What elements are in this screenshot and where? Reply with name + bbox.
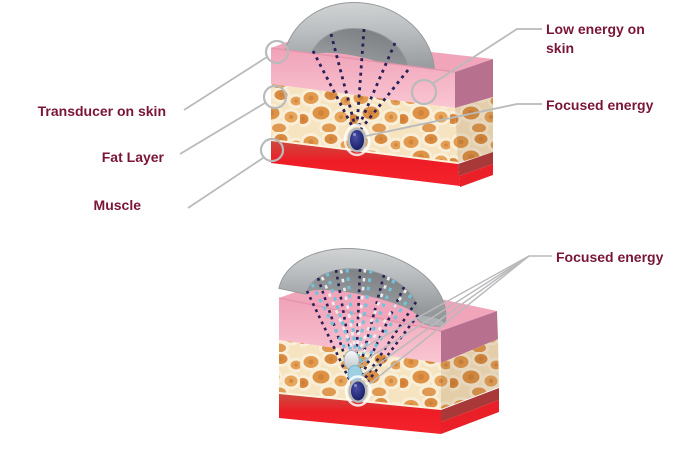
focal-point-top — [343, 123, 371, 157]
muscle-front-layer — [271, 141, 460, 186]
callout-circle-low-energy — [410, 78, 438, 106]
callout-circle-transducer — [264, 39, 290, 65]
leader-line-low-energy — [431, 28, 542, 85]
muscle-side-face — [441, 388, 499, 422]
muscle-side-lip — [441, 400, 499, 434]
transducer-arc — [278, 247, 447, 325]
label-low-energy-on-skin: Low energy on skin — [546, 21, 645, 56]
leader-line-focused-top — [365, 103, 542, 137]
callout-lines-bottom — [351, 255, 552, 391]
focal-point-bottom — [344, 375, 372, 407]
fat-side-face — [455, 97, 493, 163]
ultrasound-rays-bottom-white — [320, 268, 408, 357]
leader-fan-2 — [355, 255, 530, 367]
skin-side-face — [441, 311, 498, 363]
fat-side-shade — [455, 97, 493, 163]
skin-side-face — [455, 59, 493, 108]
focal-stack-bottom — [343, 350, 372, 407]
transducer-inner-wall — [310, 28, 409, 81]
skin-front-layer — [271, 48, 455, 108]
transducer-inner-wall — [306, 268, 419, 318]
leader-fan-1 — [351, 255, 530, 355]
leader-line-transducer — [183, 56, 268, 111]
fat-side-shade — [441, 339, 499, 409]
callout-circle-fat — [262, 84, 288, 110]
skin-front-layer — [279, 298, 441, 363]
label-focused-energy-top: Focused energy — [546, 97, 654, 113]
tissue-block-top — [270, 1, 493, 187]
callout-lines-top — [179, 28, 542, 209]
label-focused-energy-bottom: Focused energy — [556, 249, 664, 265]
callout-circle-muscle — [259, 137, 285, 163]
label-transducer-on-skin: Transducer on skin — [37, 103, 166, 119]
leader-fan-3 — [358, 255, 530, 379]
ultrasound-rays-top — [311, 28, 410, 130]
label-fat-layer: Fat Layer — [101, 149, 164, 165]
leader-line-muscle — [187, 157, 264, 209]
fat-front-layer — [271, 84, 458, 163]
muscle-side-lip — [459, 164, 493, 187]
fat-side-face — [441, 339, 499, 409]
label-muscle: Muscle — [93, 197, 141, 213]
leader-fan-4 — [361, 255, 530, 391]
muscle-front-layer — [279, 394, 441, 434]
muscle-side-face — [458, 152, 493, 176]
leader-line-fat — [179, 102, 266, 155]
ultrasound-rays-bottom-blue — [310, 268, 413, 367]
